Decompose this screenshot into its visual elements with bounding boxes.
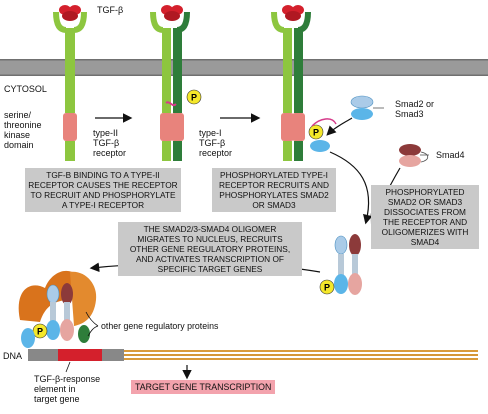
tgf-beta-ligand-3 xyxy=(282,5,304,21)
step3-box: PHOSPHORYLATED Smad2 OR Smad3 DISSOCIATE… xyxy=(371,185,479,249)
tgf-beta-label: TGF-β xyxy=(97,5,124,15)
other-proteins-label: other gene regulatory proteins xyxy=(101,321,219,331)
phosphate-label: P xyxy=(191,93,197,103)
smad23-free xyxy=(350,95,384,120)
nuclear-smad-complex: P xyxy=(21,283,90,348)
tgf-beta-ligand-2 xyxy=(161,5,183,21)
type1-receptor-label: type-I TGF-β receptor xyxy=(199,128,233,158)
dissociation-arrow xyxy=(329,151,373,225)
phosphate-receptor-3: P xyxy=(308,124,324,140)
kinase-domain-label: serine/ threonine kinase domain xyxy=(4,110,42,150)
tgf-beta-ligand-1 xyxy=(59,5,81,21)
cytosol-label: CYTOSOL xyxy=(4,84,47,94)
phosphate-label: P xyxy=(37,327,43,337)
smad-bound-receptor xyxy=(310,118,337,152)
target-gene-transcription-box: TARGET GENE TRANSCRIPTION xyxy=(131,380,276,394)
type2-receptor-unbound xyxy=(53,11,87,161)
step1-box: TGF-β BINDING TO A TYPE-II RECEPTOR CAUS… xyxy=(25,168,181,212)
step2-box: PHOSPHORYLATED TYPE-I RECEPTOR RECRUITS … xyxy=(212,168,336,212)
receptor-complex-2 xyxy=(150,11,190,161)
cofactor-pointer xyxy=(85,311,99,337)
plasma-membrane xyxy=(0,59,488,76)
smad-oligomer: P xyxy=(319,234,362,295)
receptor-complex-3 xyxy=(271,11,311,161)
step4-box: THE Smad2/3-Smad4 OLIGOMER MIGRATES TO N… xyxy=(118,222,302,276)
smad23-label: Smad2 or Smad3 xyxy=(395,99,435,119)
type2-receptor-label: type-II TGF-β receptor xyxy=(93,128,127,158)
phosphate-label: P xyxy=(324,283,330,293)
smad4-label: Smad4 xyxy=(436,150,465,160)
smad4-free xyxy=(399,144,429,167)
phosphate-receptor-2: P xyxy=(186,89,202,105)
smad-recruit-arrow xyxy=(326,117,353,136)
phosphate-label: P xyxy=(313,128,319,138)
dna-strand xyxy=(28,349,478,361)
response-element-label: TGF-β-response element in target gene xyxy=(34,374,101,404)
cofactor-proteins xyxy=(18,270,97,326)
dna-label: DNA xyxy=(3,351,23,361)
